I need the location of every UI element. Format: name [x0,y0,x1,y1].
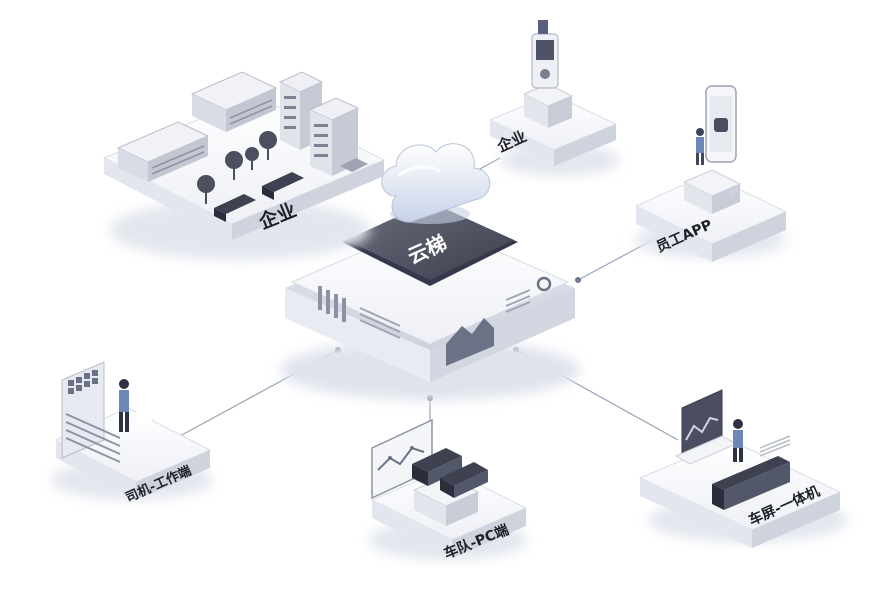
node-vehicle-screen: 车屏-一体机 [638,187,848,548]
dashboard-panel-icon [61,361,121,463]
vent-bars-icon [318,286,346,322]
bus-icon [712,187,790,510]
person-icon [733,419,743,462]
warehouse-building [116,121,210,182]
truck-icons [214,158,368,222]
connector-enterprise [477,157,501,171]
cloud-icon [381,143,491,224]
tree-icons [197,131,277,204]
power-button-icon [536,276,552,292]
office-tower-2 [308,97,360,176]
person-icon [696,128,704,165]
vent-lines-icon [359,307,401,339]
node-driver-terminal: 司机-工作端 [52,361,212,506]
smartphone-icon [705,85,737,163]
node-enterprise-campus: 企业 [102,71,386,260]
dot [575,277,581,283]
terminal-device-icon [531,20,559,89]
wave-chart-icon [446,318,494,366]
node-fleet-pc: 车队-PC端 [368,418,528,563]
node-enterprise: 企业 [488,20,620,176]
node-employee-app: 员工APP [634,85,788,262]
hub-server: 云梯 [280,202,580,400]
warehouse-building-2 [190,71,278,132]
person-icon [119,379,129,432]
truck-icons [412,448,488,498]
